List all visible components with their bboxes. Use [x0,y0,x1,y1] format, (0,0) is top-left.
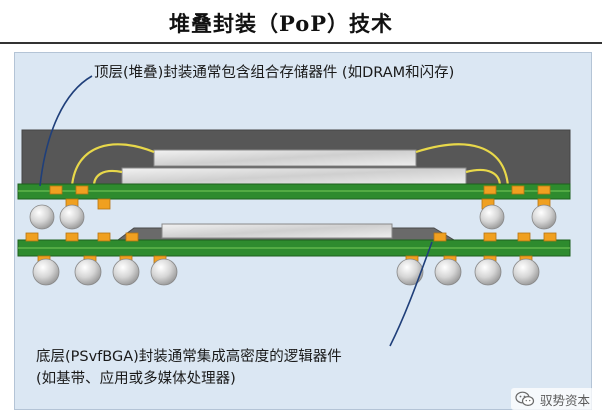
wechat-icon [515,391,535,407]
bottom-package-label-line2: (如基带、应用或多媒体处理器) [36,371,236,387]
watermark: 驭势资本 [510,388,594,410]
top-substrate-pads [49,185,551,210]
top-package-leader [39,75,93,187]
bottom-package-label-line1: 底层(PSvfBGA)封装通常集成高密度的逻辑器件 [36,349,342,365]
bottom-package [17,223,571,286]
top-die-upper [153,149,417,167]
top-package-label: 顶层(堆叠)封装通常包含组合存储器件 (如DRAM和闪存) [94,65,455,81]
page-title: 堆叠封装（PoP）技术 [168,11,394,36]
interposer-solder-balls [29,204,557,230]
bottom-package-label: 底层(PSvfBGA)封装通常集成高密度的逻辑器件 (如基带、应用或多媒体处理器… [36,346,342,390]
pop-diagram [17,75,571,347]
bottom-logic-die [161,223,393,239]
bottom-package-leader [389,241,433,347]
title-rule [0,42,602,44]
top-die-lower [121,167,467,185]
bga-solder-balls [32,258,540,286]
top-package [17,129,571,230]
watermark-text: 驭势资本 [539,392,590,408]
